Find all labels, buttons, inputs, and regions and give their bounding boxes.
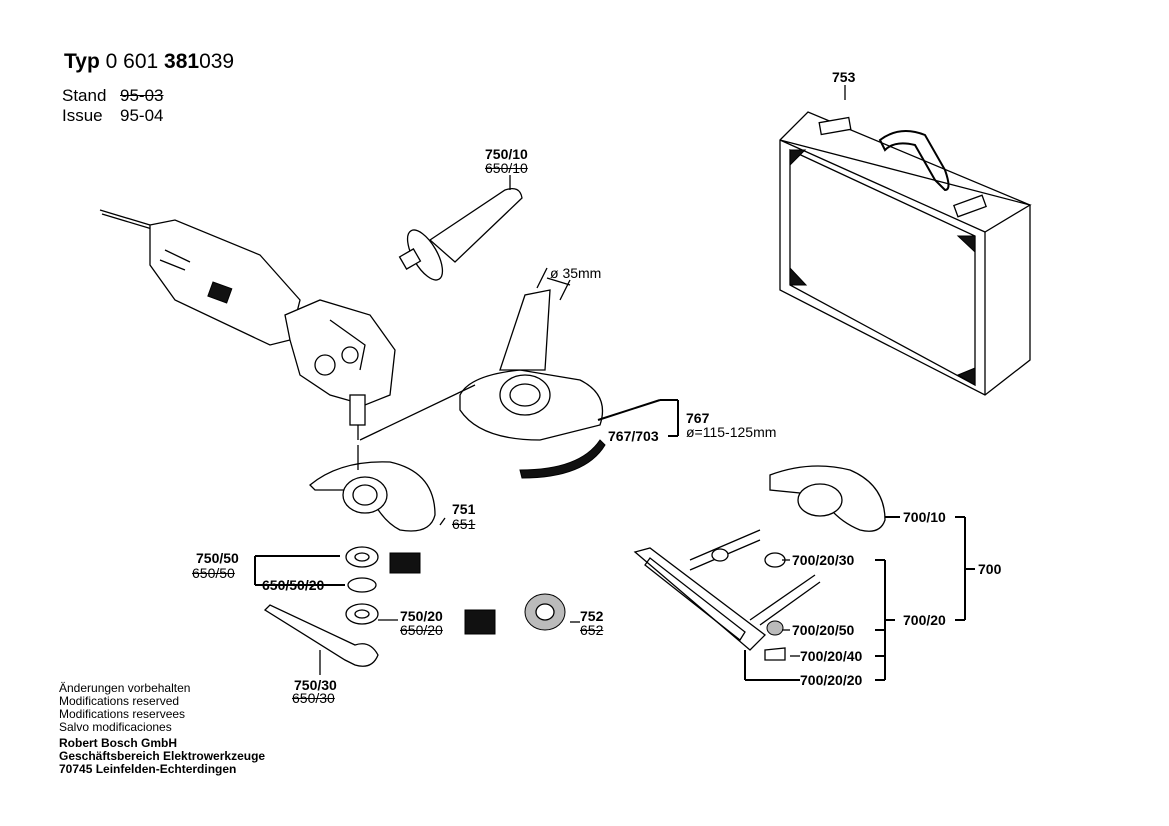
- issue-row: Issue 95-04: [62, 106, 163, 126]
- part-700-20-50-label: 700/20/50: [792, 622, 855, 638]
- type-number: Typ 0 601 381039: [64, 50, 234, 74]
- part-750-20-label: 750/20: [400, 608, 443, 624]
- part-651-label: 651: [452, 516, 476, 532]
- typ-prefix: 0 601: [105, 50, 159, 73]
- cutting-guide-drawing: [633, 465, 886, 661]
- part-751-label: 751: [452, 501, 476, 517]
- part-700-20-20-label: 700/20/20: [800, 672, 863, 688]
- part-767-703-label: 767/703: [608, 428, 659, 444]
- part-700-20-label: 700/20: [903, 612, 946, 628]
- side-handle-drawing: [398, 175, 523, 281]
- stand-label: Stand: [62, 86, 107, 105]
- issue-label: Issue: [62, 106, 103, 125]
- part-752-label: 752: [580, 608, 604, 624]
- part-750-10-label: 750/10: [485, 146, 528, 162]
- stand-row: Stand 95-03: [62, 86, 163, 106]
- note-line-4: Salvo modificaciones: [59, 720, 172, 734]
- part-650-10-label: 650/10: [485, 160, 528, 176]
- part-700-10-label: 700/10: [903, 509, 946, 525]
- typ-suffix: 039: [199, 50, 235, 73]
- dimension-115-125mm-label: ø=115-125mm: [686, 424, 777, 440]
- angle-grinder-drawing: [99, 209, 396, 440]
- company-division: Geschäftsbereich Elektrowerkzeuge: [59, 749, 266, 763]
- part-753-label: 753: [832, 69, 856, 85]
- part-650-30-label: 650/30: [292, 690, 335, 706]
- part-652-label: 652: [580, 622, 604, 638]
- part-650-50-label: 650/50: [192, 565, 235, 581]
- part-700-20-40-label: 700/20/40: [800, 648, 863, 664]
- wheel-guard-drawing: [309, 461, 436, 532]
- spanner-drawing: [263, 604, 379, 675]
- note-line-1: Änderungen vorbehalten: [59, 681, 191, 695]
- part-700-label: 700: [978, 561, 1002, 577]
- dimension-35mm-label: ø 35mm: [550, 265, 602, 281]
- part-700-20-30-label: 700/20/30: [792, 552, 855, 568]
- issue-value: 95-04: [120, 106, 164, 125]
- typ-label: Typ: [64, 50, 100, 73]
- part-650-50-20-label: 650/50/20: [262, 577, 325, 593]
- carrying-case-drawing: [779, 85, 1032, 396]
- part-750-30-label: 750/30: [294, 677, 337, 693]
- part-650-20-label: 650/20: [400, 622, 443, 638]
- stand-value: 95-03: [120, 86, 164, 105]
- company-name: Robert Bosch GmbH: [59, 736, 178, 750]
- company-address: 70745 Leinfelden-Echterdingen: [59, 762, 237, 776]
- flange-parts-drawing: [345, 546, 566, 635]
- part-750-50-label: 750/50: [196, 550, 239, 566]
- leader-lines: [254, 384, 975, 681]
- extraction-guard-drawing: [459, 267, 606, 479]
- note-line-2: Modifications reserved: [59, 694, 180, 708]
- typ-bold: 381: [164, 50, 200, 73]
- part-767-label: 767: [686, 410, 710, 426]
- note-line-3: Modifications reservees: [59, 707, 186, 721]
